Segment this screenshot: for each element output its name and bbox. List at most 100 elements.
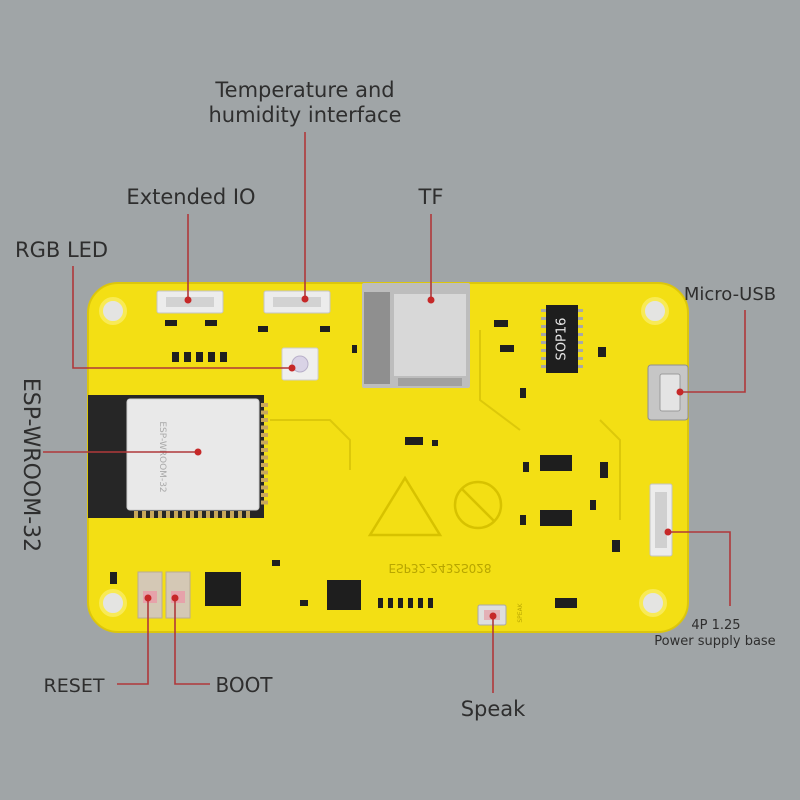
leader-dot [288,364,296,372]
smd-component [612,540,620,552]
module-pin [261,493,268,497]
no-symbol-icon [453,480,503,530]
chip-pin [578,309,583,312]
leader-dot [301,295,309,303]
tf-slot-contacts [398,378,462,386]
smd-component [378,598,383,608]
module-pin [246,511,250,518]
esp-wroom-module: ESP-WROOM-32 [88,395,268,518]
power-supply-connector [649,483,673,557]
pcb-trace [270,419,351,470]
connector-slot [655,492,667,548]
ic-chip [540,455,572,471]
module-pin [142,511,146,518]
label-extended-io: Extended IO [126,185,255,209]
smd-component [590,500,596,510]
smd-component [600,462,608,478]
leader-dot [427,296,435,304]
smd-component [220,352,227,362]
smd-component [432,440,438,446]
leader-dot [664,528,672,536]
module-pin [150,511,154,518]
module-pin [261,448,268,452]
smd-component [165,320,177,326]
chip-pin [541,357,546,360]
leader-lines [43,132,746,693]
pcb-trace [479,330,521,431]
connector-slot [273,297,321,307]
smd-component [428,598,433,608]
smd-component [408,598,413,608]
tf-slot-cover [394,294,466,376]
no-symbol-slash [461,488,495,522]
chip-pin [578,333,583,336]
temperature-humidity-connector [263,290,331,314]
leader-boot [174,598,210,685]
smd-component [320,326,330,332]
leader-dot [489,612,497,620]
leader-power-base [668,531,731,606]
sop16-chip: SOP16 [541,305,583,373]
smd-component [520,388,526,398]
chip-pin [541,365,546,368]
module-pin [261,500,268,505]
leader-dot [144,594,152,602]
chip-pin [578,365,583,368]
smd-component [398,598,403,608]
smd-component [196,352,203,362]
smd-component [205,320,217,326]
smd-component [172,352,179,362]
leader-dot [194,448,202,456]
module-pin [261,403,268,407]
module-pin [166,511,170,518]
mounting-hole-bottom-right [639,589,667,617]
module-silkscreen: ESP-WROOM-32 [157,421,167,492]
module-pads [134,403,268,518]
module-pin [238,511,242,518]
board-silkscreen-name: ESP32-2432S028 [388,561,491,575]
module-pin [261,410,268,415]
chip-label: SOP16 [555,318,570,361]
mounting-hole-top-left [99,297,127,325]
leader-dot [676,388,684,396]
pcb-trace [599,419,621,520]
smd-component [184,352,191,362]
chip-pin [578,357,583,360]
tf-card-slot [362,283,470,388]
chip-pin [541,341,546,344]
smd-component [300,600,308,606]
led-lens [291,355,309,373]
module-pin [174,511,178,518]
chip-body [546,305,578,373]
chip-pin [541,333,546,336]
module-pin [261,418,268,422]
module-pin [182,511,186,518]
smd-component [352,345,357,353]
warning-triangle-icon [367,475,443,537]
leader-dot [184,296,192,304]
leader-dot [171,594,179,602]
smd-component [110,572,117,584]
leader-reset [117,598,149,685]
ic-chip [540,510,572,526]
chip-pin [578,325,583,328]
module-pin [206,511,210,518]
label-rgb-led: RGB LED [15,238,108,262]
label-power-base-line1: 4P 1.25 [691,618,740,633]
pcb-board: ESP32-2432S028 [87,282,689,633]
smd-component [494,320,508,327]
label-speak: Speak [461,697,526,721]
ic-chip [327,580,361,610]
label-esp-wroom: ESP-WROOM-32 [18,378,43,552]
boot-button [165,571,191,619]
leader-micro-usb [680,310,746,393]
chip-pin [541,309,546,312]
module-pin [261,478,268,482]
label-boot: BOOT [215,673,273,697]
module-pin [261,470,268,475]
module-pin [190,511,194,518]
chip-pin [541,317,546,320]
smd-component [405,437,423,445]
smd-component [388,598,393,608]
